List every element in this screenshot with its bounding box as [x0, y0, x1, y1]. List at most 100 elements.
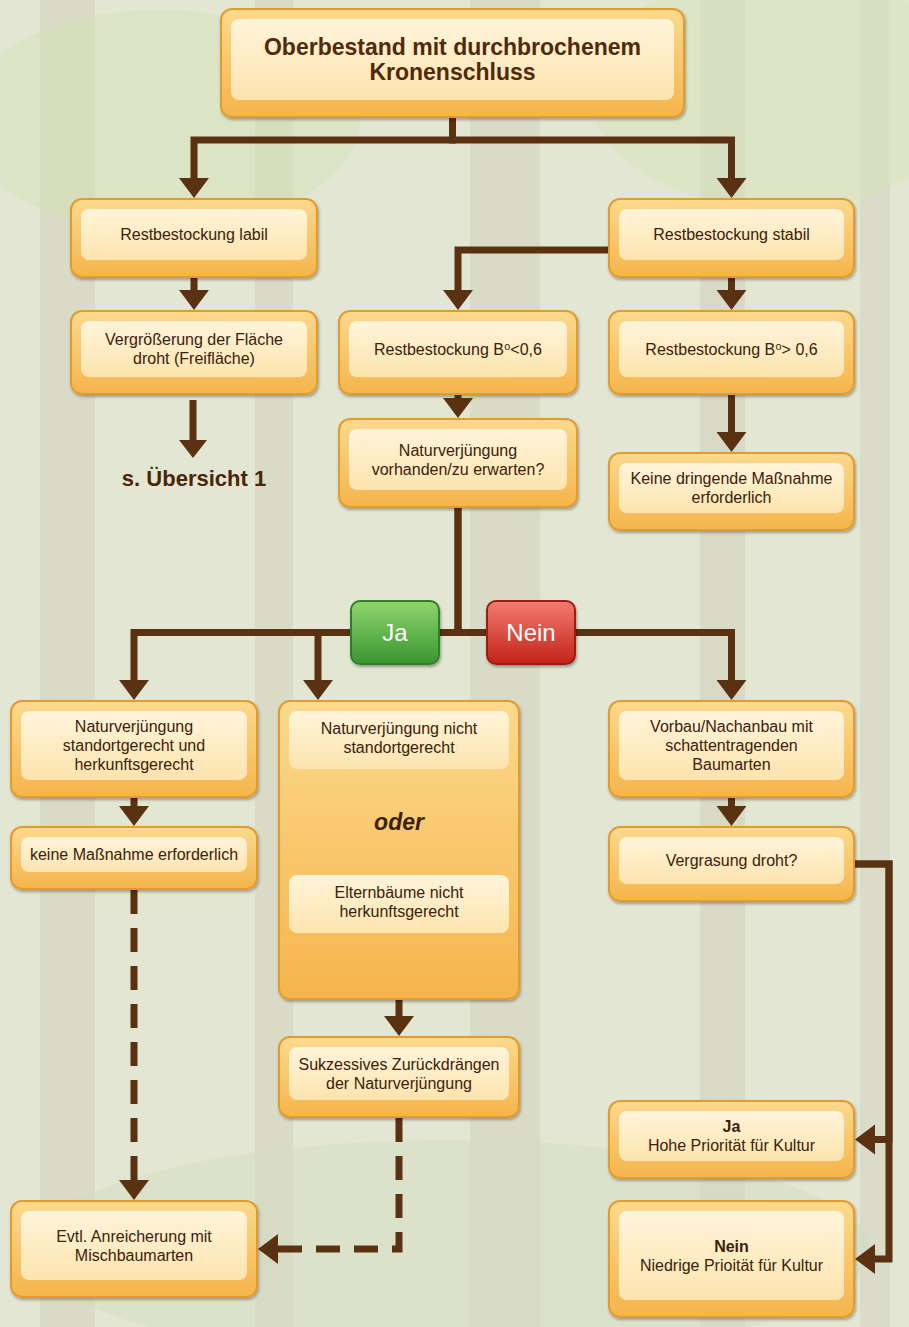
process-box: Naturverjüngung standortgerecht und herk…	[10, 700, 258, 798]
text-panel: Vergrasung droht?	[619, 837, 844, 884]
node-text: Ja	[627, 1117, 836, 1136]
connector	[303, 633, 350, 701]
connector	[258, 1118, 399, 1264]
result-box: Keine dringende Maßnahme erforderlich	[608, 452, 855, 531]
node-text: keine Maßnahme erforderlich	[29, 845, 239, 864]
node-text: Oberbestand mit durchbrochenem Kronensch…	[239, 35, 666, 85]
text-panel: Evtl. Anreicherung mit Mischbaumarten	[21, 1211, 247, 1280]
node-text: Vergrößerung der Fläche droht (Freifläch…	[89, 330, 299, 368]
node-text: Vorbau/Nachanbau mit schattentragenden B…	[627, 717, 836, 774]
arrow-head	[855, 1125, 875, 1155]
node-text: oder	[289, 809, 509, 835]
result-box: JaHohe Priorität für Kultur	[608, 1100, 855, 1179]
arrow-head	[717, 806, 747, 826]
text-panel: NeinNiedrige Prioität für Kultur	[619, 1211, 844, 1300]
process-box: Restbestockung B⁰<0,6	[338, 310, 578, 395]
result-box: NeinNiedrige Prioität für Kultur	[608, 1200, 855, 1318]
connector-line	[134, 633, 350, 683]
process-box: Sukzessives Zurückdrängen der Naturverjü…	[278, 1036, 520, 1118]
node-text: Restbestockung B⁰<0,6	[357, 340, 559, 359]
arrow-head	[258, 1234, 278, 1264]
text-panel: Restbestockung labil	[81, 209, 307, 260]
reference-note: s. Übersicht 1	[70, 466, 318, 492]
result-box: keine Maßnahme erforderlich	[10, 826, 258, 890]
connector	[458, 508, 486, 633]
connector	[717, 278, 747, 310]
node-text: Restbestockung labil	[89, 225, 299, 244]
process-box: Restbestockung labil	[70, 198, 318, 278]
node-text: Naturverjüngung vorhanden/zu erwarten?	[357, 441, 559, 479]
connector-line	[855, 864, 889, 1140]
connector	[576, 633, 747, 701]
yes-button: Ja	[350, 600, 440, 665]
node-text: Vergrasung droht?	[627, 851, 836, 870]
text-panel: Elternbäume nicht herkunftsgerecht	[289, 875, 509, 933]
alternative-box: Naturverjüngung nicht standortgerecht ode…	[278, 700, 520, 1000]
arrow-head	[303, 680, 333, 700]
connector-line	[458, 508, 486, 633]
connector-line	[194, 118, 453, 180]
connector-line	[396, 1000, 403, 1018]
connector-line	[576, 633, 732, 683]
text-panel: Naturverjüngung vorhanden/zu erwarten?	[349, 429, 567, 490]
connector	[179, 278, 209, 310]
arrow-head	[717, 680, 747, 700]
arrow-head	[443, 290, 473, 310]
connector	[443, 395, 473, 418]
connector-line	[855, 864, 889, 1259]
node-text: Keine dringende Maßnahme erforderlich	[627, 469, 836, 507]
node-text: Restbestockung stabil	[627, 225, 836, 244]
decision-box: Naturverjüngung vorhanden/zu erwarten?	[338, 418, 578, 508]
arrow-head	[717, 178, 747, 198]
dashed-connector-line	[131, 890, 138, 1182]
arrow-head	[384, 1016, 414, 1036]
arrow-head	[179, 290, 209, 310]
node-text: Niedrige Prioität für Kultur	[627, 1256, 836, 1275]
connector	[119, 798, 149, 826]
connector	[453, 118, 747, 198]
node-text: Ja	[382, 619, 407, 647]
connector-line	[728, 278, 735, 292]
connector	[717, 395, 747, 452]
text-panel: keine Maßnahme erforderlich	[21, 837, 247, 872]
node-text: Evtl. Anreicherung mit Mischbaumarten	[29, 1227, 239, 1265]
process-box: Restbestockung stabil	[608, 198, 855, 278]
connector-line	[318, 633, 350, 683]
connector-line	[458, 250, 608, 292]
dashed-connector-line	[276, 1118, 399, 1249]
decision-box: Vergrasung droht?	[608, 826, 855, 902]
arrow-head	[717, 290, 747, 310]
node-text: Naturverjüngung nicht standortgerecht	[297, 719, 501, 757]
result-box: Evtl. Anreicherung mit Mischbaumarten	[10, 1200, 258, 1298]
process-box: Vorbau/Nachanbau mit schattentragenden B…	[608, 700, 855, 798]
text-panel: Oberbestand mit durchbrochenem Kronensch…	[231, 19, 674, 100]
node-text: Hohe Priorität für Kultur	[627, 1136, 836, 1155]
text-panel: Vergrößerung der Fläche droht (Freifläch…	[81, 321, 307, 377]
text-panel: Naturverjüngung standortgerecht und herk…	[21, 711, 247, 780]
node-text: Sukzessives Zurückdrängen der Naturverjü…	[297, 1055, 501, 1093]
connector-line	[191, 278, 198, 292]
connector	[119, 633, 350, 701]
connector	[119, 890, 149, 1200]
text-panel: Naturverjüngung nicht standortgerecht	[289, 711, 509, 769]
text-panel: Restbestockung B⁰<0,6	[349, 321, 567, 377]
arrow-head	[179, 440, 207, 458]
arrow-head	[119, 806, 149, 826]
no-button: Nein	[486, 600, 576, 665]
text-panel: JaHohe Priorität für Kultur	[619, 1111, 844, 1161]
text-panel: Keine dringende Maßnahme erforderlich	[619, 463, 844, 513]
text-panel: Restbestockung B⁰> 0,6	[619, 321, 844, 377]
arrow-head	[443, 398, 473, 418]
connector	[384, 1000, 414, 1036]
arrow-line	[190, 400, 197, 440]
connector	[855, 864, 889, 1155]
process-box: Restbestockung B⁰> 0,6	[608, 310, 855, 395]
connector	[443, 250, 608, 310]
node-text: Nein	[506, 619, 555, 647]
connector-line	[453, 118, 732, 180]
text-panel: Sukzessives Zurückdrängen der Naturverjü…	[289, 1047, 509, 1100]
connector	[179, 118, 453, 198]
connector	[717, 798, 747, 826]
